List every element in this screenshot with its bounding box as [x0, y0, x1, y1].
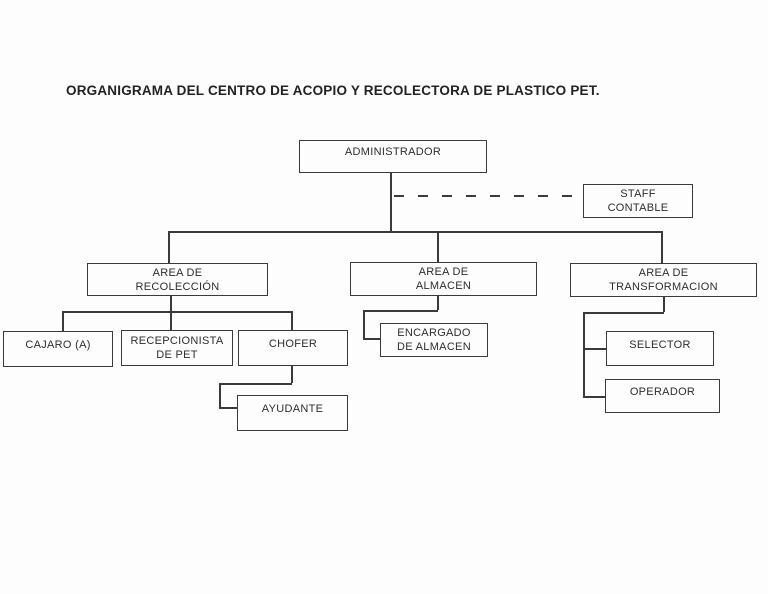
connector-to-area-recoleccion: [168, 231, 170, 263]
org-box-label: AYUDANTE: [261, 403, 324, 415]
connector-almacen-down: [437, 296, 439, 310]
org-box-label: CHOFER: [268, 338, 318, 350]
org-box-selector: SELECTOR: [606, 331, 714, 366]
org-box-staff-contable: STAFF CONTABLE: [583, 184, 693, 218]
org-box-label-line1: AREA DE: [152, 267, 203, 279]
org-box-label-line2: CONTABLE: [607, 202, 669, 214]
org-box-label: SELECTOR: [629, 339, 691, 351]
connector-to-selector: [583, 348, 606, 350]
org-box-recepcionista-pet: RECEPCIONISTA DE PET: [121, 330, 233, 366]
connector-transformacion-down: [663, 297, 665, 312]
org-box-label: CAJARO (A): [25, 339, 91, 351]
org-box-ayudante: AYUDANTE: [237, 395, 348, 431]
org-box-label-line2: DE ALMACEN: [397, 341, 471, 353]
org-box-area-almacen: AREA DE ALMACEN: [350, 262, 537, 296]
connector-ayudante-elbow-vertical: [219, 383, 221, 408]
org-box-operador: OPERADOR: [605, 379, 720, 413]
connector-transformacion-elbow-top: [583, 312, 664, 314]
connector-chofer-down: [291, 366, 293, 383]
connector-to-encargado: [363, 338, 380, 340]
connector-main-horizontal: [168, 231, 662, 233]
org-box-area-transformacion: AREA DE TRANSFORMACION: [570, 263, 757, 297]
org-box-label: OPERADOR: [629, 386, 696, 398]
connector-recoleccion-down: [170, 296, 172, 311]
org-box-label-line2: DE PET: [156, 349, 198, 361]
connector-to-chofer: [291, 311, 293, 330]
connector-to-operador: [583, 396, 605, 398]
connector-to-cajaro: [62, 311, 64, 331]
connector-encargado-elbow-vertical: [363, 310, 365, 338]
connector-to-ayudante: [219, 407, 237, 409]
connector-ayudante-elbow-top: [219, 383, 292, 385]
org-box-chofer: CHOFER: [238, 330, 348, 366]
connector-transformacion-elbow-vertical: [583, 312, 585, 397]
org-box-cajaro: CAJARO (A): [3, 331, 113, 367]
org-box-label-line1: ENCARGADO: [397, 327, 471, 339]
connector-to-area-transformacion: [661, 231, 663, 263]
org-box-label-line2: TRANSFORMACION: [609, 281, 718, 293]
connector-recoleccion-children-horizontal: [62, 311, 292, 313]
connector-administrador-down: [390, 173, 392, 231]
org-box-label-line1: STAFF: [620, 188, 656, 200]
org-box-area-recoleccion: AREA DE RECOLECCIÓN: [87, 263, 268, 296]
connector-to-recepcionista: [170, 311, 172, 330]
page-title: ORGANIGRAMA DEL CENTRO DE ACOPIO Y RECOL…: [66, 83, 600, 98]
org-box-encargado-almacen: ENCARGADO DE ALMACEN: [380, 323, 488, 357]
connector-to-area-almacen: [437, 231, 439, 262]
org-box-label: ADMINISTRADOR: [344, 146, 442, 158]
connector-dashed-staff-contable: [394, 195, 578, 197]
org-box-label-line2: ALMACEN: [415, 280, 472, 292]
org-box-administrador: ADMINISTRADOR: [299, 140, 487, 173]
org-box-label-line1: AREA DE: [418, 266, 469, 278]
org-box-label-line1: AREA DE: [638, 267, 689, 279]
org-box-label-line1: RECEPCIONISTA: [130, 335, 224, 347]
connector-encargado-elbow-top: [363, 310, 438, 312]
org-box-label-line2: RECOLECCIÓN: [135, 281, 220, 293]
